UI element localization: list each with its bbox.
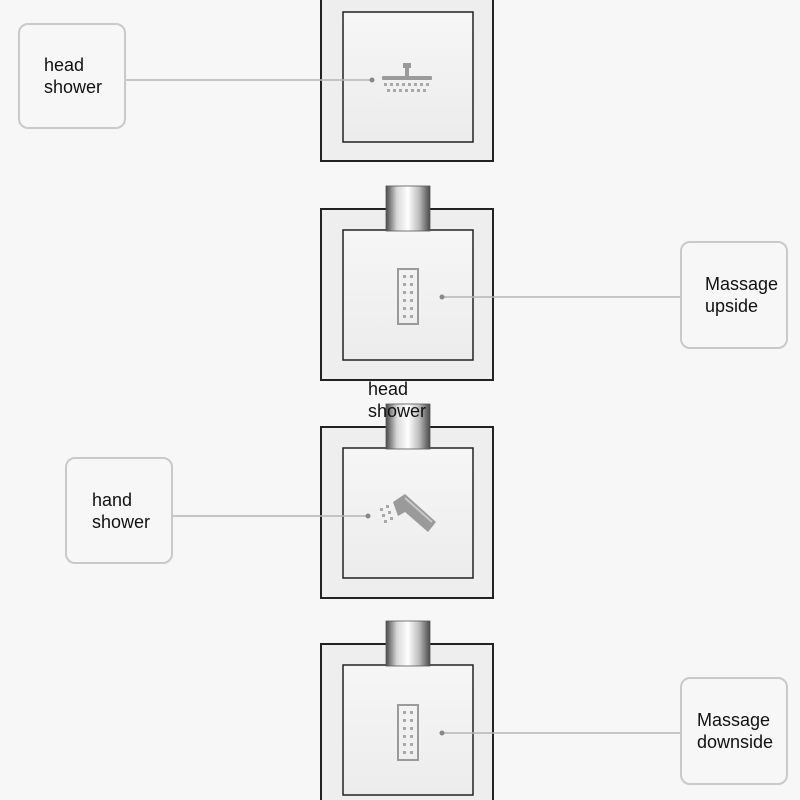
label-massage-downside: Massage downside (680, 677, 788, 785)
panel-inner (342, 664, 474, 796)
valve-stem (385, 403, 431, 450)
label-massage-downside-text: Massage downside (697, 710, 774, 752)
leader-dot (439, 730, 445, 736)
valve-stem (385, 620, 431, 667)
label-head-shower-text: head shower (44, 55, 103, 97)
massage-jet-icon (397, 704, 419, 761)
overlay-head-shower-text: head shower (368, 379, 427, 421)
valve-stem (385, 185, 431, 232)
panel-inner (342, 229, 474, 361)
label-hand-shower-text: hand shower (92, 489, 151, 532)
label-head-shower: head shower (18, 23, 126, 129)
valve-panel-massage-upside (320, 185, 494, 381)
hand-shower-icon (380, 494, 436, 532)
massage-jet-icon (397, 268, 419, 325)
leader-dot (439, 294, 445, 300)
valve-panel-hand-shower (320, 403, 494, 599)
label-massage-upside-text: Massage upside (705, 274, 779, 316)
label-massage-upside: Massage upside (680, 241, 788, 349)
head-shower-icon (382, 63, 432, 92)
leader-dot (365, 513, 371, 519)
label-hand-shower: hand shower (65, 457, 173, 564)
leader-dot (369, 77, 375, 83)
valve-panel-massage-downside (320, 620, 494, 800)
